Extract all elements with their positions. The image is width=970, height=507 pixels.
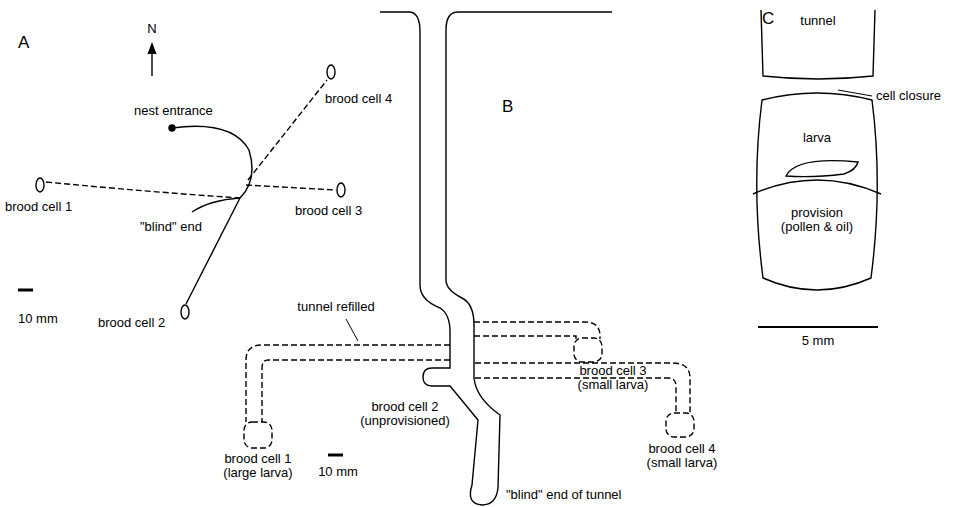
part-label: brood cell 2 (unprovisioned): [355, 400, 455, 428]
brood-cell-1: [36, 178, 44, 192]
outline-path: [786, 161, 858, 177]
panel-b: [244, 12, 694, 505]
node-text: provision (pollen & oil): [771, 206, 863, 234]
brood-cell-4: [666, 413, 694, 437]
brood-cell-4: [327, 65, 335, 79]
north-arrow: [151, 52, 152, 76]
panel-c: [758, 90, 878, 327]
refilled-tunnels: [244, 322, 694, 448]
tunnel-to-cell-2: [186, 198, 240, 304]
scale-label: 10 mm: [318, 465, 358, 479]
panel-letter: C: [762, 12, 774, 26]
part-label: "blind" end: [140, 220, 202, 234]
panel-a: [18, 42, 345, 319]
part-label: brood cell 4 (small larva): [635, 442, 730, 470]
brood-cell-2: [181, 305, 189, 319]
leader-line: [346, 319, 358, 341]
north-arrowhead: [148, 42, 157, 54]
node-text: tunnel: [768, 14, 868, 28]
part-label: cell closure: [876, 89, 941, 103]
refilled-tunnels: [46, 80, 336, 198]
brood-cell: larva provision (pollen & oil): [752, 86, 882, 298]
refilled-tunnel-4: [475, 363, 690, 413]
outline-path: [757, 93, 878, 290]
panel-letter: A: [18, 36, 29, 50]
tunnel-to-cell-4: [248, 80, 327, 180]
part-label: brood cell 3 (small larva): [566, 364, 661, 392]
part-label: brood cell 1 (large larva): [211, 452, 306, 480]
scale-bar: [758, 326, 878, 328]
part-label: tunnel refilled: [297, 300, 374, 314]
part-label: brood cell 4: [325, 92, 392, 106]
scale-bar: [18, 289, 33, 292]
tunnel-to-cell-1: [46, 182, 240, 198]
tunnel-walls: [380, 12, 612, 505]
outline: [752, 86, 882, 298]
tunnel-to-cell-3: [246, 185, 336, 190]
brood-cell-1: [244, 422, 272, 448]
part-label: "blind" end of tunnel: [506, 488, 621, 502]
refilled-tunnel-3: [474, 336, 576, 339]
scale-label: 5 mm: [802, 334, 835, 348]
compass-label: N: [147, 22, 156, 36]
scale-bar: [328, 454, 343, 457]
part-label: brood cell 2: [98, 316, 165, 330]
scale-label: 10 mm: [18, 312, 58, 326]
part-label: nest entrance: [134, 104, 213, 118]
part-label: brood cell 1: [5, 200, 72, 214]
main-tunnel: [172, 126, 252, 198]
refilled-tunnel-3: [474, 322, 600, 339]
blind-end: [192, 198, 240, 212]
part-label: brood cell 3: [295, 204, 362, 218]
outline-path: [761, 10, 875, 79]
tunnel-section: tunnel: [760, 10, 876, 80]
panel-letter: B: [502, 100, 513, 114]
brood-cell-3: [337, 183, 345, 197]
outline-path: [753, 180, 881, 194]
brood-cell-3: [574, 338, 602, 362]
provision-mass: provision (pollen & oil): [752, 176, 882, 286]
node-text: larva: [767, 131, 867, 145]
